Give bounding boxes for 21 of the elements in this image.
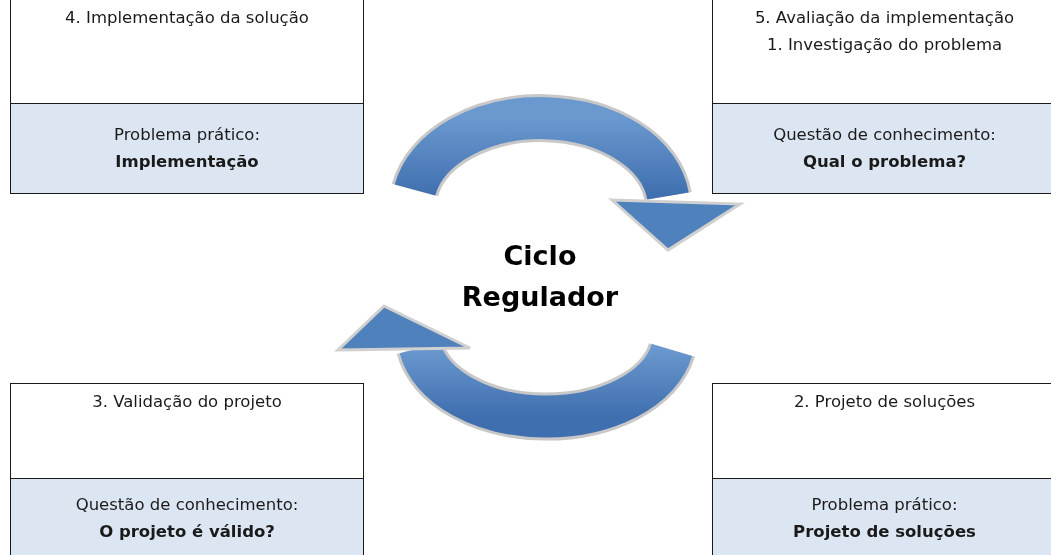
step-title: 5. Avaliação da implementação xyxy=(754,8,1015,29)
step-box xyxy=(712,383,1051,479)
question-text: Implementação xyxy=(115,151,259,173)
category-text: Problema prático: xyxy=(114,124,260,146)
question-box xyxy=(712,478,1051,555)
question-text: Qual o problema? xyxy=(802,151,967,173)
step-box xyxy=(10,0,364,104)
step-title: 3. Validação do projeto xyxy=(92,392,282,413)
category-text: Problema prático: xyxy=(811,495,958,516)
question-box xyxy=(712,103,1051,194)
question-box xyxy=(10,478,364,555)
step-title: 4. Implementação da solução xyxy=(65,8,309,29)
step-title: 1. Investigação do problema xyxy=(766,34,1003,56)
center-title: Ciclo Regulador xyxy=(460,239,620,314)
question-text: Projeto de soluções xyxy=(793,522,976,543)
question-text: O projeto é válido? xyxy=(99,522,275,543)
category-text: Questão de conhecimento: xyxy=(773,124,996,146)
category-text: Questão de conhecimento: xyxy=(75,495,299,516)
step-title: 2. Projeto de soluções xyxy=(793,392,976,413)
step-box xyxy=(10,383,364,479)
question-box xyxy=(10,103,364,194)
